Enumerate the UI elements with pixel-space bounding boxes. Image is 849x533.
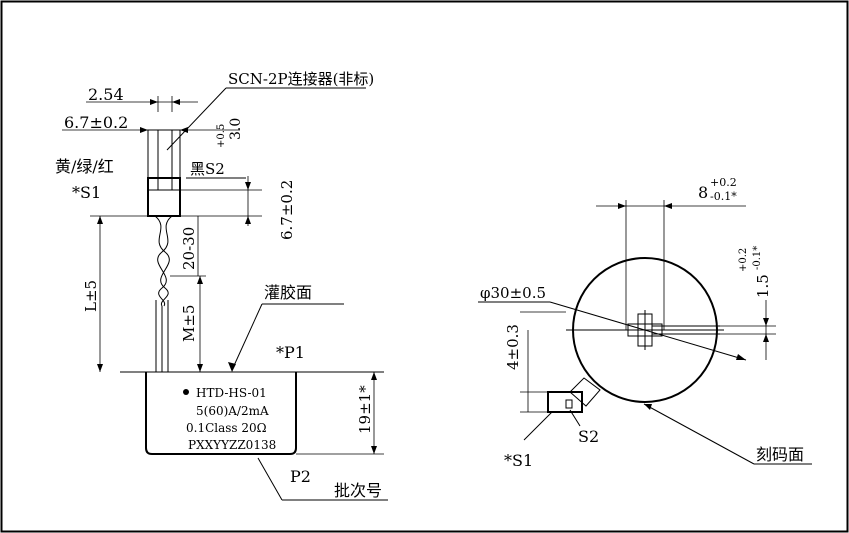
dim-slot-tol-top: +0.2 (710, 176, 737, 189)
p1-mark: *P1 (276, 343, 305, 362)
body-rating: 5(60)A/2mA (196, 404, 269, 418)
body-model: HTD-HS-01 (196, 386, 267, 400)
dim-slot: 8 (698, 183, 708, 202)
front-view: 8 +0.2 -0.1* φ30±0.5 1.5 +0.2 -0.1* (478, 176, 812, 470)
potting-face: 灌胶面 (264, 283, 312, 302)
dim-pin-tol: +0.5 (216, 124, 227, 148)
connector-label: SCN-2P连接器(非标) (228, 70, 374, 88)
dim-connector-height: 6.7±0.2 (278, 180, 296, 240)
body-class: 0.1Class 20Ω (186, 421, 267, 435)
dim-body-height: 19±1* (356, 385, 374, 434)
dim-width: 6.7±0.2 (64, 113, 128, 132)
s1-mark-side: *S1 (72, 183, 101, 202)
dim-4: 4±0.3 (504, 324, 522, 370)
dim-offset: 1.5 (754, 274, 772, 298)
dim-pin-len: 3.0 (228, 118, 244, 140)
dim-twist: 20-30 (180, 227, 198, 270)
s2-mark: S2 (578, 427, 599, 446)
side-view: 2.54 SCN-2P连接器(非标) 6.7±0.2 +0.5 3.0 黄/绿/… (55, 70, 388, 501)
batch-label: 批次号 (334, 481, 382, 500)
dim-slot-tol-bottom: -0.1* (710, 190, 737, 203)
dim-offset-tol-bottom: -0.1* (752, 246, 763, 270)
dim-M: M±5 (180, 305, 198, 342)
black-s2: 黑S2 (190, 160, 225, 178)
dim-offset-tol-top: +0.2 (738, 248, 749, 272)
dim-L: L±5 (82, 280, 100, 312)
wire-colors: 黄/绿/红 (55, 157, 114, 176)
dim-diameter: φ30±0.5 (480, 284, 546, 302)
dim-pitch: 2.54 (88, 85, 124, 104)
p2-mark: P2 (290, 467, 311, 486)
body-serial: PXXYYZZ0138 (188, 438, 276, 452)
s1-mark-front: *S1 (504, 451, 533, 470)
engrave-face: 刻码面 (756, 445, 804, 464)
